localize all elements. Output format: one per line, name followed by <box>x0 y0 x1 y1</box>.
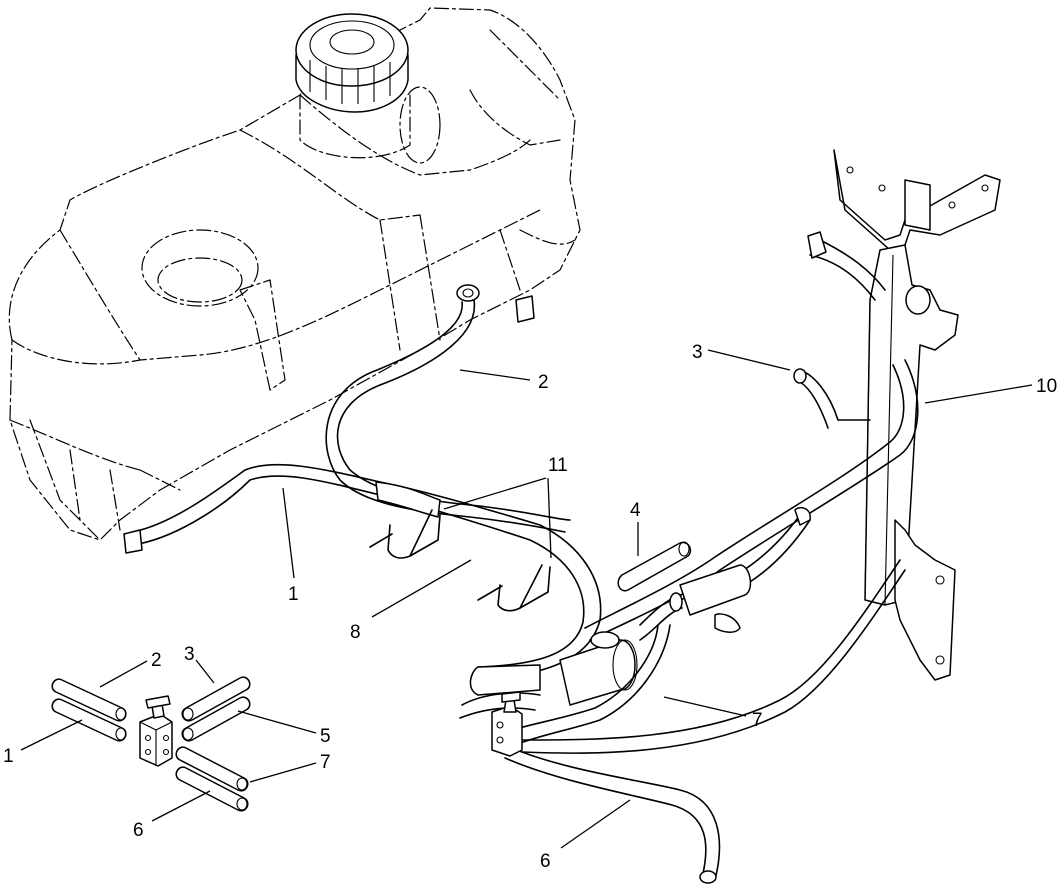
hose-4 <box>617 541 692 592</box>
hose-clamp-11-right <box>477 564 551 612</box>
leader-lines <box>20 349 1033 849</box>
callout-3-valve: 3 <box>184 644 195 665</box>
callout-4: 4 <box>630 500 641 521</box>
callout-2-valve: 2 <box>151 650 162 671</box>
callout-6-main: 6 <box>540 851 551 872</box>
valve-detail <box>51 676 251 812</box>
tank-fitting-right <box>456 284 480 302</box>
callout-labels: 2 1 11 8 3 4 10 7 6 1 2 3 5 7 6 <box>3 342 1057 872</box>
callout-5-valve: 5 <box>320 726 331 747</box>
hose-2 <box>325 299 571 533</box>
tank-fitting-bottom <box>515 295 535 323</box>
hose-upper-frame <box>807 231 886 301</box>
mounting-bracket <box>833 149 1001 681</box>
hose-8 <box>375 481 602 696</box>
callout-8: 8 <box>350 622 361 643</box>
shutoff-valve-assembly <box>491 691 523 757</box>
fuel-cap <box>295 13 409 113</box>
hose-6 <box>504 559 906 884</box>
callout-7-main: 7 <box>752 710 763 731</box>
callout-11: 11 <box>548 455 568 476</box>
hose-3 <box>793 368 871 429</box>
callout-1-valve: 1 <box>3 746 14 767</box>
fuel-filter-assembly <box>559 507 811 706</box>
callout-2-main: 2 <box>538 372 549 393</box>
hose-clamp-11-left <box>369 509 441 559</box>
hose-7 <box>459 624 671 746</box>
callout-10: 10 <box>1036 376 1057 397</box>
callout-6-valve: 6 <box>133 820 144 841</box>
fuel-tank <box>8 7 581 541</box>
hose-1 <box>123 463 381 554</box>
callout-3-main: 3 <box>692 342 703 363</box>
callout-7-valve: 7 <box>320 752 331 773</box>
callout-1-main: 1 <box>288 584 299 605</box>
